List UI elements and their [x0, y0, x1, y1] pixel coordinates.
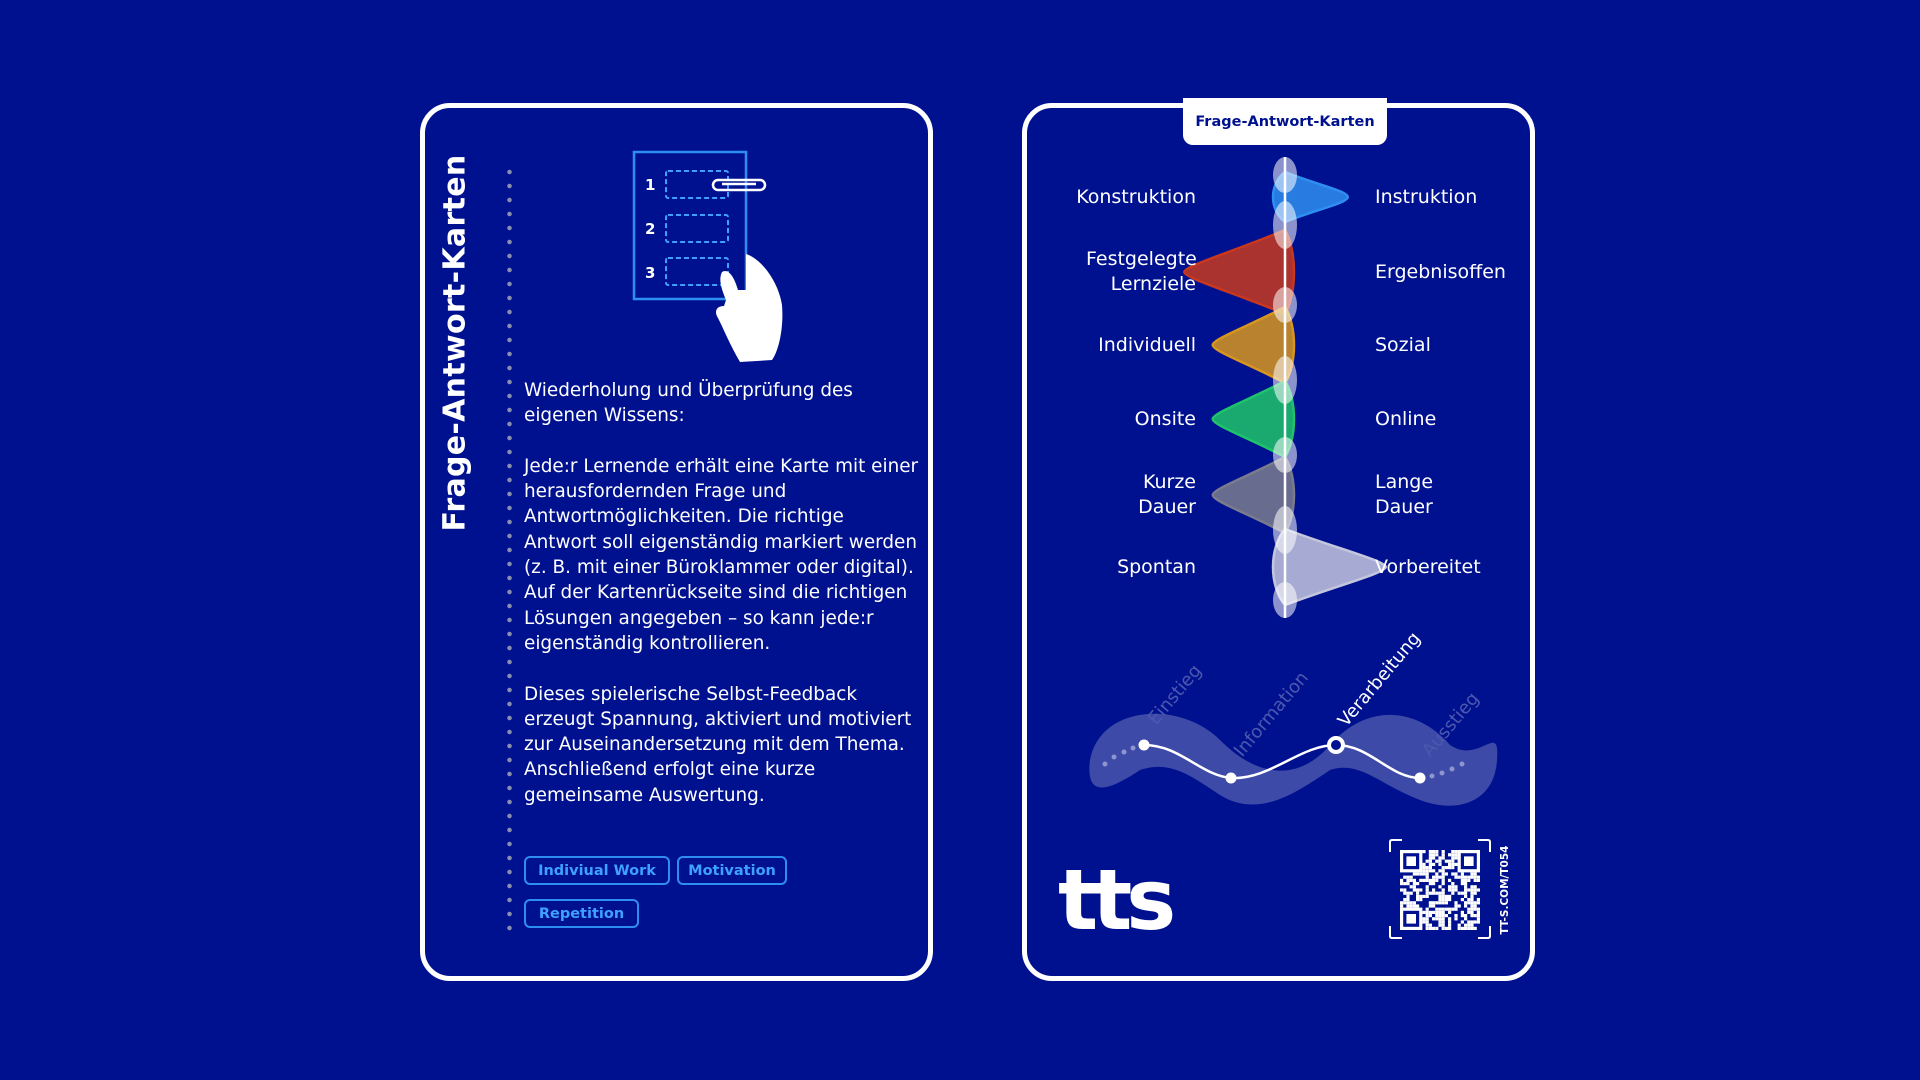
dimension-left-label: Kurze Dauer: [1138, 471, 1196, 518]
tag-motivation[interactable]: Motivation: [677, 856, 787, 885]
dimension-shape-3: [1211, 379, 1296, 459]
dimension-right-label: Ergebnisoffen: [1375, 261, 1506, 283]
tag-individual-work[interactable]: Indiviual Work: [524, 856, 670, 885]
card-tab-title: Frage-Antwort-Karten: [1183, 98, 1387, 145]
qr-url: TT-S.COM/T054: [1499, 845, 1511, 935]
phase-node: [1225, 772, 1237, 784]
option-number: 1: [645, 176, 655, 194]
qr-code[interactable]: [1388, 838, 1492, 940]
dimension-shape-1: [1182, 228, 1296, 316]
learning-phase-path: [1089, 713, 1498, 806]
dotted-divider: [507, 165, 512, 933]
tag-repetition[interactable]: Repetition: [524, 899, 639, 928]
dimension-right-label: Instruktion: [1375, 186, 1478, 208]
paperclip-icon: [711, 178, 767, 192]
dimension-left-label: Individuell: [1098, 334, 1196, 356]
dimension-shape-4: [1211, 455, 1296, 535]
card-title-vertical: Frage-Antwort-Karten: [437, 154, 473, 532]
option-number: 3: [645, 264, 655, 282]
dimension-right-label: Sozial: [1375, 334, 1431, 356]
dimension-right-label: Lange Dauer: [1375, 471, 1434, 518]
dimension-left-label: Onsite: [1134, 408, 1196, 430]
dimension-right-label: Vorbereitet: [1375, 556, 1481, 578]
dimension-left-label: Festgelegte Lernziele: [1086, 248, 1197, 295]
dimension-left-label: Konstruktion: [1076, 186, 1196, 208]
tts-logo: tts: [1058, 851, 1176, 949]
phase-node-active: [1327, 736, 1345, 754]
option-number: 2: [645, 220, 655, 238]
dimension-right-label: Online: [1375, 408, 1437, 430]
dimension-shape-5: [1271, 527, 1388, 607]
description: Wiederholung und Überprüfung des eigenen…: [524, 378, 919, 833]
method-profile-graphic: [1182, 157, 1388, 618]
dimension-shape-2: [1211, 305, 1296, 385]
feedback-paragraph: Dieses spielerische Selbst-Feedback erze…: [524, 683, 912, 806]
phase-node: [1414, 772, 1426, 784]
phase-node: [1138, 739, 1150, 751]
front-card: [420, 103, 933, 981]
answer-card-hand-icon: 1 2 3: [632, 150, 783, 362]
dimension-left-label: Spontan: [1117, 556, 1196, 578]
hand-icon: [716, 254, 783, 362]
method-paragraph: Jede:r Lernende erhält eine Karte mit ei…: [524, 455, 919, 654]
intro-paragraph: Wiederholung und Überprüfung des eigenen…: [524, 380, 853, 427]
